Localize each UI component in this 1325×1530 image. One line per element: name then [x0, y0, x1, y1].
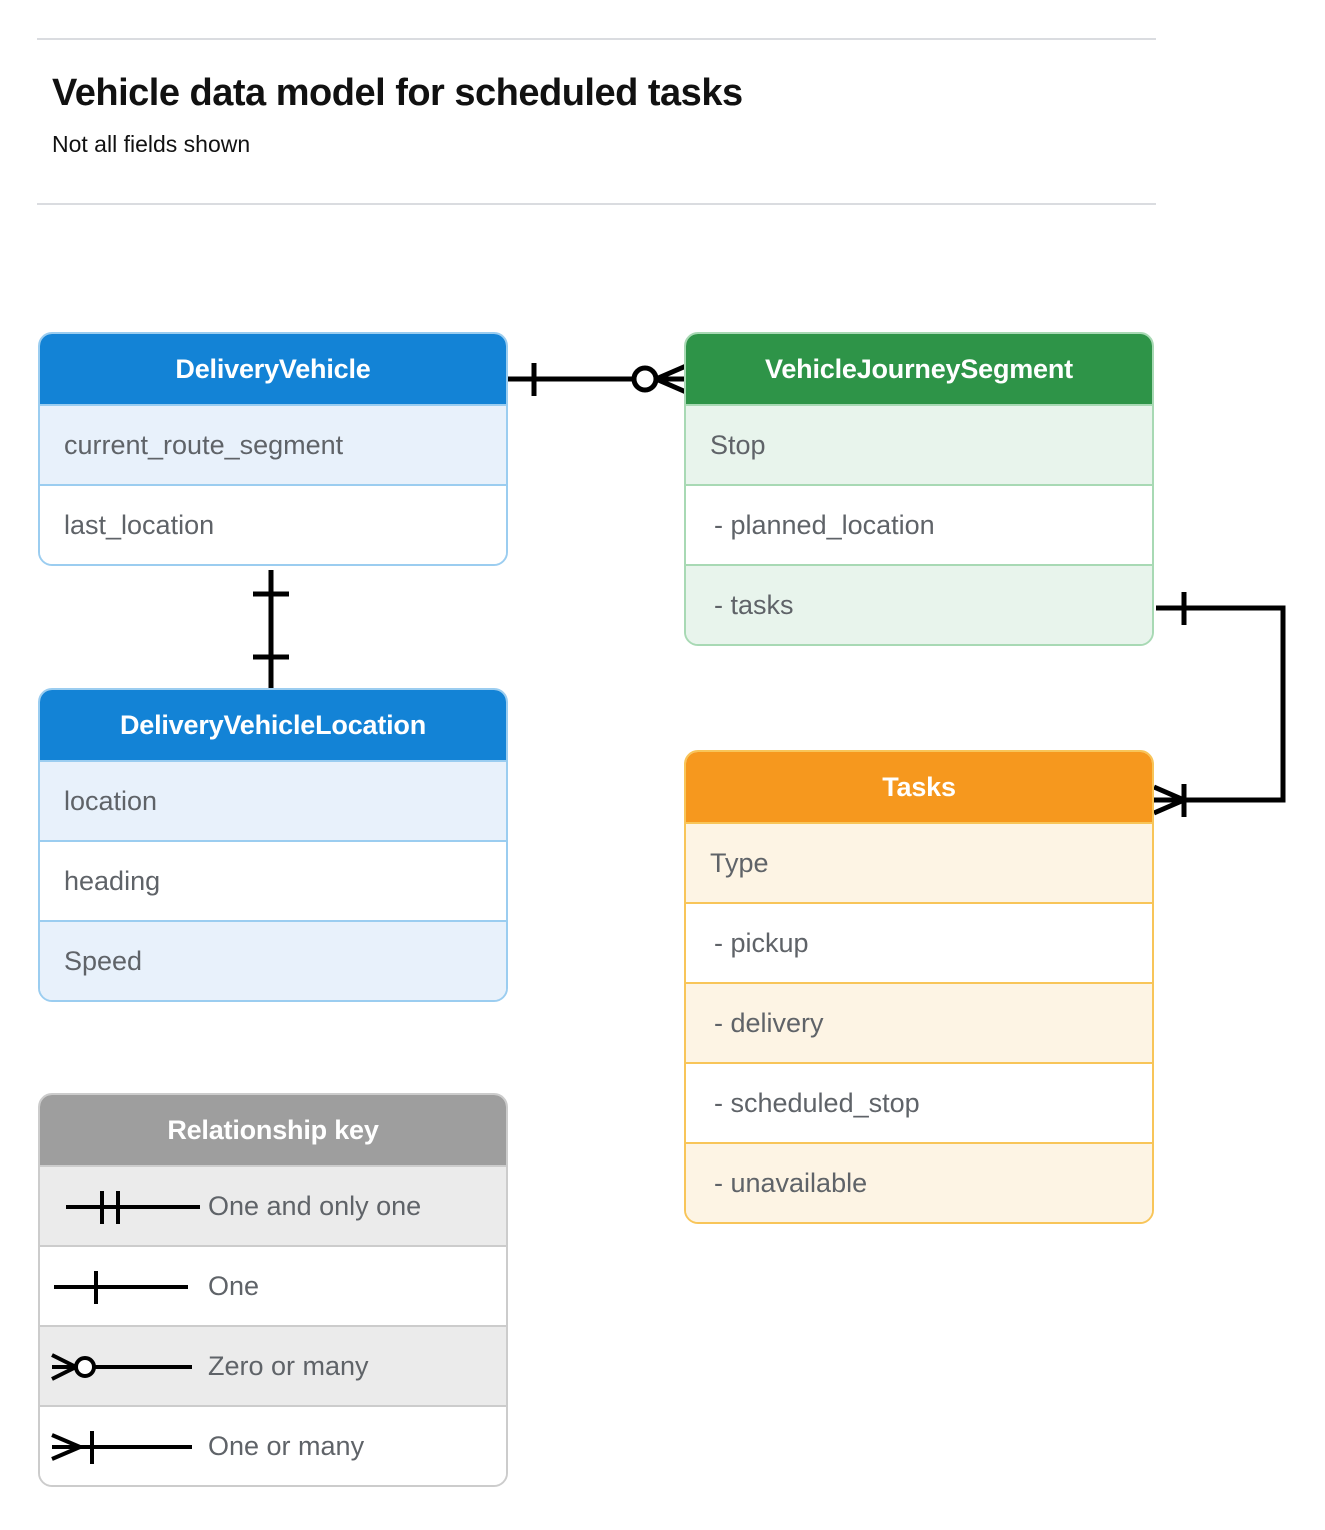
entity-field: current_route_segment — [40, 404, 506, 484]
page-header: Vehicle data model for scheduled tasks N… — [0, 0, 1325, 210]
entity-delivery-vehicle[interactable]: DeliveryVehicle current_route_segment la… — [38, 332, 508, 566]
entity-field: - delivery — [686, 982, 1152, 1062]
connector-journey-segment-to-tasks — [1153, 592, 1286, 817]
entity-field: Stop — [686, 404, 1152, 484]
entity-field: - unavailable — [686, 1142, 1152, 1222]
relationship-key-legend[interactable]: Relationship key One and only one — [38, 1093, 508, 1487]
entity-fields-vehicle-journey-segment: Stop - planned_location - tasks — [686, 404, 1152, 644]
entity-field: Speed — [40, 920, 506, 1000]
one-and-only-one-icon — [66, 1191, 200, 1224]
entity-vehicle-journey-segment[interactable]: VehicleJourneySegment Stop - planned_loc… — [684, 332, 1154, 646]
legend-item-zero-or-many: Zero or many — [40, 1325, 506, 1405]
connector-delivery-vehicle-to-journey-segment — [508, 363, 687, 396]
legend-title: Relationship key — [40, 1095, 506, 1165]
one-or-many-icon — [51, 1431, 192, 1464]
entity-field: last_location — [40, 484, 506, 564]
entity-fields-delivery-vehicle: current_route_segment last_location — [40, 404, 506, 564]
legend-item-one: One — [40, 1245, 506, 1325]
entity-title-tasks: Tasks — [686, 752, 1152, 822]
page-subtitle: Not all fields shown — [52, 131, 251, 157]
legend-items: One and only one One — [40, 1165, 506, 1485]
entity-field: - planned_location — [686, 484, 1152, 564]
entity-field: - tasks — [686, 564, 1152, 644]
legend-item-one-or-many: One or many — [40, 1405, 506, 1485]
zero-or-many-icon — [51, 1353, 192, 1381]
header-divider-top — [37, 38, 1156, 40]
entity-title-delivery-vehicle-location: DeliveryVehicleLocation — [40, 690, 506, 760]
entity-fields-tasks: Type - pickup - delivery - scheduled_sto… — [686, 822, 1152, 1222]
header-divider-bottom — [37, 203, 1156, 205]
entity-field: - pickup — [686, 902, 1152, 982]
legend-item-label: Zero or many — [208, 1350, 369, 1381]
entity-title-delivery-vehicle: DeliveryVehicle — [40, 334, 506, 404]
legend-item-label: One — [208, 1270, 260, 1301]
connector-delivery-vehicle-to-location — [253, 570, 289, 690]
entity-field: - scheduled_stop — [686, 1062, 1152, 1142]
legend-item-label: One or many — [208, 1430, 365, 1461]
entity-field: heading — [40, 840, 506, 920]
entity-field: Type — [686, 822, 1152, 902]
entity-field: location — [40, 760, 506, 840]
entity-tasks[interactable]: Tasks Type - pickup - delivery - schedul… — [684, 750, 1154, 1224]
legend-item-label: One and only one — [208, 1190, 422, 1221]
page-title: Vehicle data model for scheduled tasks — [52, 72, 743, 114]
entity-title-vehicle-journey-segment: VehicleJourneySegment — [686, 334, 1152, 404]
entity-delivery-vehicle-location[interactable]: DeliveryVehicleLocation location heading… — [38, 688, 508, 1002]
one-icon — [54, 1271, 188, 1304]
entity-fields-delivery-vehicle-location: location heading Speed — [40, 760, 506, 1000]
legend-item-one-and-only-one: One and only one — [40, 1165, 506, 1245]
